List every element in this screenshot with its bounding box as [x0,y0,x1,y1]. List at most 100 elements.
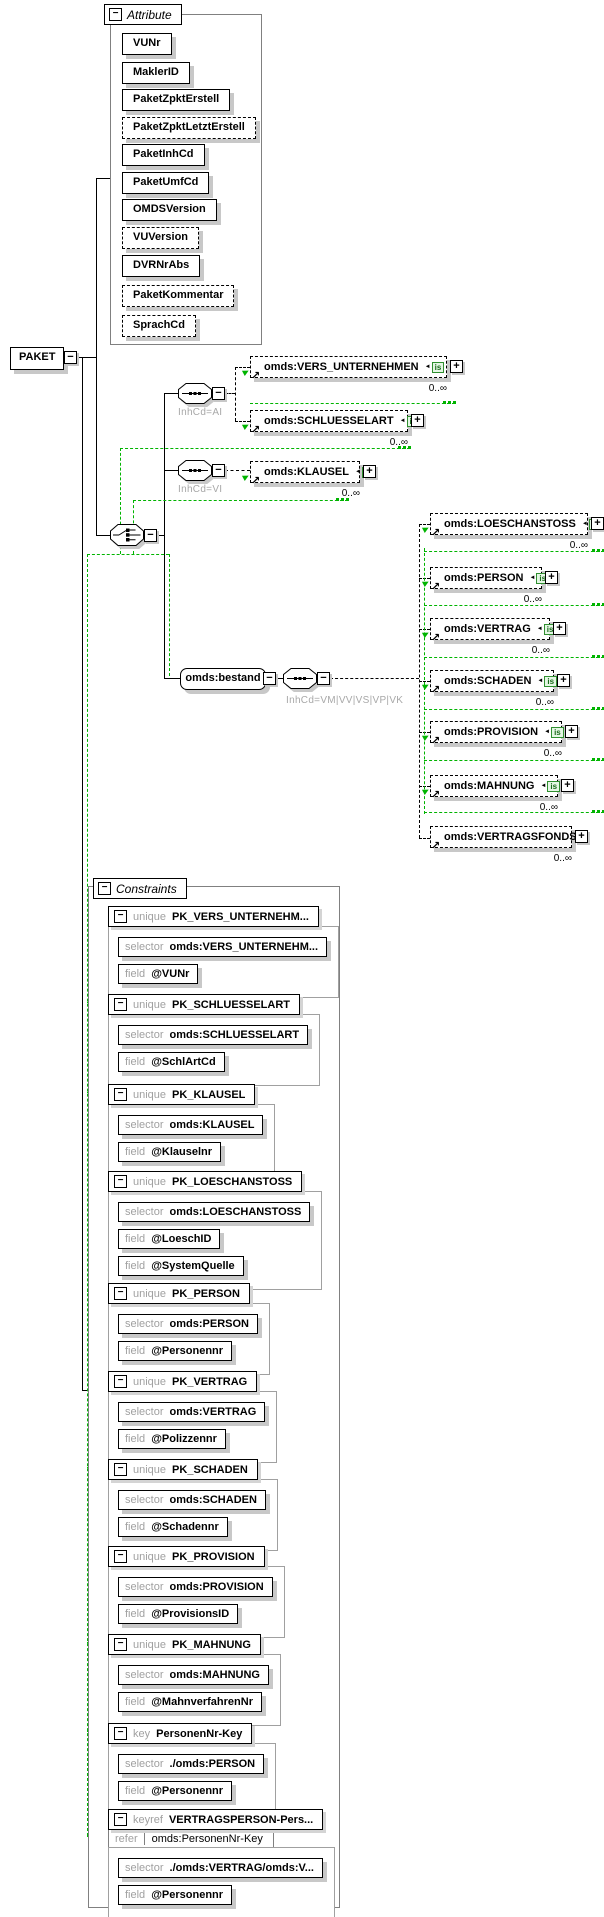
collapse-icon[interactable]: − [98,882,111,895]
constraints-group-tab[interactable]: − Constraints [93,878,187,899]
constraint-selector[interactable]: selector ./omds:PERSON [118,1754,265,1774]
constraint-selector[interactable]: selector omds:PERSON [118,1314,258,1334]
sequence-compositor-icon[interactable] [283,668,317,694]
constraint-header[interactable]: − unique PK_VERTRAG [108,1371,258,1392]
collapse-icon[interactable]: − [114,1638,127,1651]
constraint-selector[interactable]: selector omds:VERS_UNTERNEHM... [118,937,328,957]
collapse-icon[interactable]: − [114,1727,127,1740]
constraint-field[interactable]: field @Klauselnr [118,1142,222,1162]
collapse-icon[interactable]: − [114,910,127,923]
connector-line [82,1390,88,1391]
attribute-maklerid[interactable]: MaklerID [122,62,190,84]
expand-button[interactable]: + [565,725,578,738]
constraint-header[interactable]: − unique PK_SCHLUESSELART [108,994,301,1015]
element-vertragsfonds[interactable]: ↗ omds:VERTRAGSFONDS [430,826,577,852]
element-vers-unternehmen[interactable]: ↗ omds:VERS_UNTERNEHMEN ◄is [250,356,447,382]
element-vertrag[interactable]: ↗ omds:VERTRAG ◄is [430,618,557,644]
expand-button[interactable]: + [411,414,424,427]
element-reference-icon: ↗ [431,581,441,593]
constraint-body: selector omds:SCHLUESSELART field @SchlA… [108,1014,321,1086]
sequence-compositor-icon[interactable] [178,460,212,486]
expand-button[interactable]: + [561,779,574,792]
constraint-selector[interactable]: selector omds:LOESCHANSTOSS [118,1202,311,1222]
constraint-selector[interactable]: selector omds:MAHNUNG [118,1665,269,1685]
attribute-paketzpkterstell[interactable]: PaketZpktErstell [122,89,231,111]
collapse-button[interactable]: − [263,672,276,685]
attribute-dvrnrabs[interactable]: DVRNrAbs [122,255,201,277]
choice-compositor-icon[interactable] [110,524,144,551]
expand-button[interactable]: + [450,360,463,373]
attribute-vunr[interactable]: VUNr [122,33,172,55]
constraint-field[interactable]: field @LoeschID [118,1229,221,1249]
constraint-field[interactable]: field @VUNr [118,964,199,984]
constraint-header[interactable]: − unique PK_LOESCHANSTOSS [108,1171,303,1192]
element-person[interactable]: ↗ omds:PERSON ◄is [430,567,550,593]
element-bestand[interactable]: omds:bestand [180,668,266,690]
element-klausel[interactable]: ↗ omds:KLAUSEL ◄is [250,461,375,487]
collapse-button[interactable]: − [212,387,225,400]
constraint-field[interactable]: field @Personennr [118,1781,233,1801]
constraint-field[interactable]: field @Personennr [118,1885,233,1905]
constraint-selector[interactable]: selector omds:PROVISION [118,1577,273,1597]
collapse-icon[interactable]: − [109,8,122,21]
constraint-field[interactable]: field @Personennr [118,1341,233,1361]
constraint-header[interactable]: − unique PK_VERS_UNTERNEHM... [108,906,319,927]
expand-button[interactable]: + [553,622,566,635]
expand-button[interactable]: + [591,517,604,530]
collapse-icon[interactable]: − [114,1813,127,1826]
sequence-compositor-icon[interactable] [178,383,212,409]
collapse-icon[interactable]: − [114,1088,127,1101]
collapse-icon[interactable]: − [114,1175,127,1188]
expand-button[interactable]: + [575,830,588,843]
attribute-paketinhcd[interactable]: PaketInhCd [122,144,205,166]
collapse-icon[interactable]: − [114,1375,127,1388]
constraint-name: PK_MAHNUNG [172,1638,251,1651]
constraint-field[interactable]: field @ProvisionsID [118,1604,239,1624]
connector-line [164,470,178,471]
attribute-sprachcd[interactable]: SprachCd [122,315,196,337]
constraint-header[interactable]: − keyref VERTRAGSPERSON-Pers... [108,1809,324,1830]
attribute-group-tab[interactable]: − Attribute [104,4,182,25]
collapse-button[interactable]: − [64,351,77,364]
expand-button[interactable]: + [545,571,558,584]
collapse-button[interactable]: − [317,672,330,685]
collapse-icon[interactable]: − [114,998,127,1011]
constraint-field[interactable]: field @SchlArtCd [118,1052,225,1072]
constraint-header[interactable]: − unique PK_SCHADEN [108,1459,258,1480]
constraint-selector[interactable]: selector omds:SCHLUESSELART [118,1025,309,1045]
attribute-paketzpktletzterstell[interactable]: PaketZpktLetztErstell [122,117,256,139]
collapse-icon[interactable]: − [114,1550,127,1563]
constraint-selector[interactable]: selector omds:KLAUSEL [118,1115,264,1135]
constraint-field[interactable]: field @Schadennr [118,1517,228,1537]
element-loeschanstoss[interactable]: ↗ omds:LOESCHANSTOSS ◄is [430,513,602,539]
constraint-field[interactable]: field @SystemQuelle [118,1256,244,1276]
element-schaden[interactable]: ↗ omds:SCHADEN ◄is [430,670,558,696]
expand-button[interactable]: + [557,674,570,687]
refer-value: omds:PersonenNr-Key [143,1832,273,1845]
attribute-omdsversion[interactable]: OMDSVersion [122,199,217,221]
constraint-field[interactable]: field @Polizzennr [118,1429,226,1449]
element-mahnung[interactable]: ↗ omds:MAHNUNG ◄is [430,775,561,801]
constraint-header[interactable]: − key PersonenNr-Key [108,1723,253,1744]
element-label: omds:VERTRAGSFONDS [444,831,577,843]
constraint-selector[interactable]: selector omds:VERTRAG [118,1402,266,1422]
element-schluesselart[interactable]: ↗ omds:SCHLUESSELART ◄is [250,410,420,436]
constraint-selector[interactable]: selector ./omds:VERTRAG/omds:V... [118,1858,323,1878]
attribute-paketkommentar[interactable]: PaketKommentar [122,285,235,307]
attribute-vuversion[interactable]: VUVersion [122,227,200,249]
constraint-selector[interactable]: selector omds:SCHADEN [118,1490,266,1510]
constraint-header[interactable]: − unique PK_MAHNUNG [108,1634,261,1655]
constraint-field[interactable]: field @MahnverfahrenNr [118,1692,262,1712]
constraint-header[interactable]: − unique PK_KLAUSEL [108,1084,256,1105]
constraint-header[interactable]: − unique PK_PERSON [108,1283,250,1304]
collapse-button[interactable]: − [212,464,225,477]
element-provision[interactable]: ↗ omds:PROVISION ◄is [430,721,564,747]
root-element-paket[interactable]: PAKET [10,347,65,370]
collapse-icon[interactable]: − [114,1287,127,1300]
attribute-paketumfcd[interactable]: PaketUmfCd [122,172,210,194]
collapse-icon[interactable]: − [114,1463,127,1476]
constraint-link-end [398,446,411,449]
constraint-header[interactable]: − unique PK_PROVISION [108,1546,265,1567]
expand-button[interactable]: + [363,465,376,478]
collapse-button[interactable]: − [144,529,157,542]
